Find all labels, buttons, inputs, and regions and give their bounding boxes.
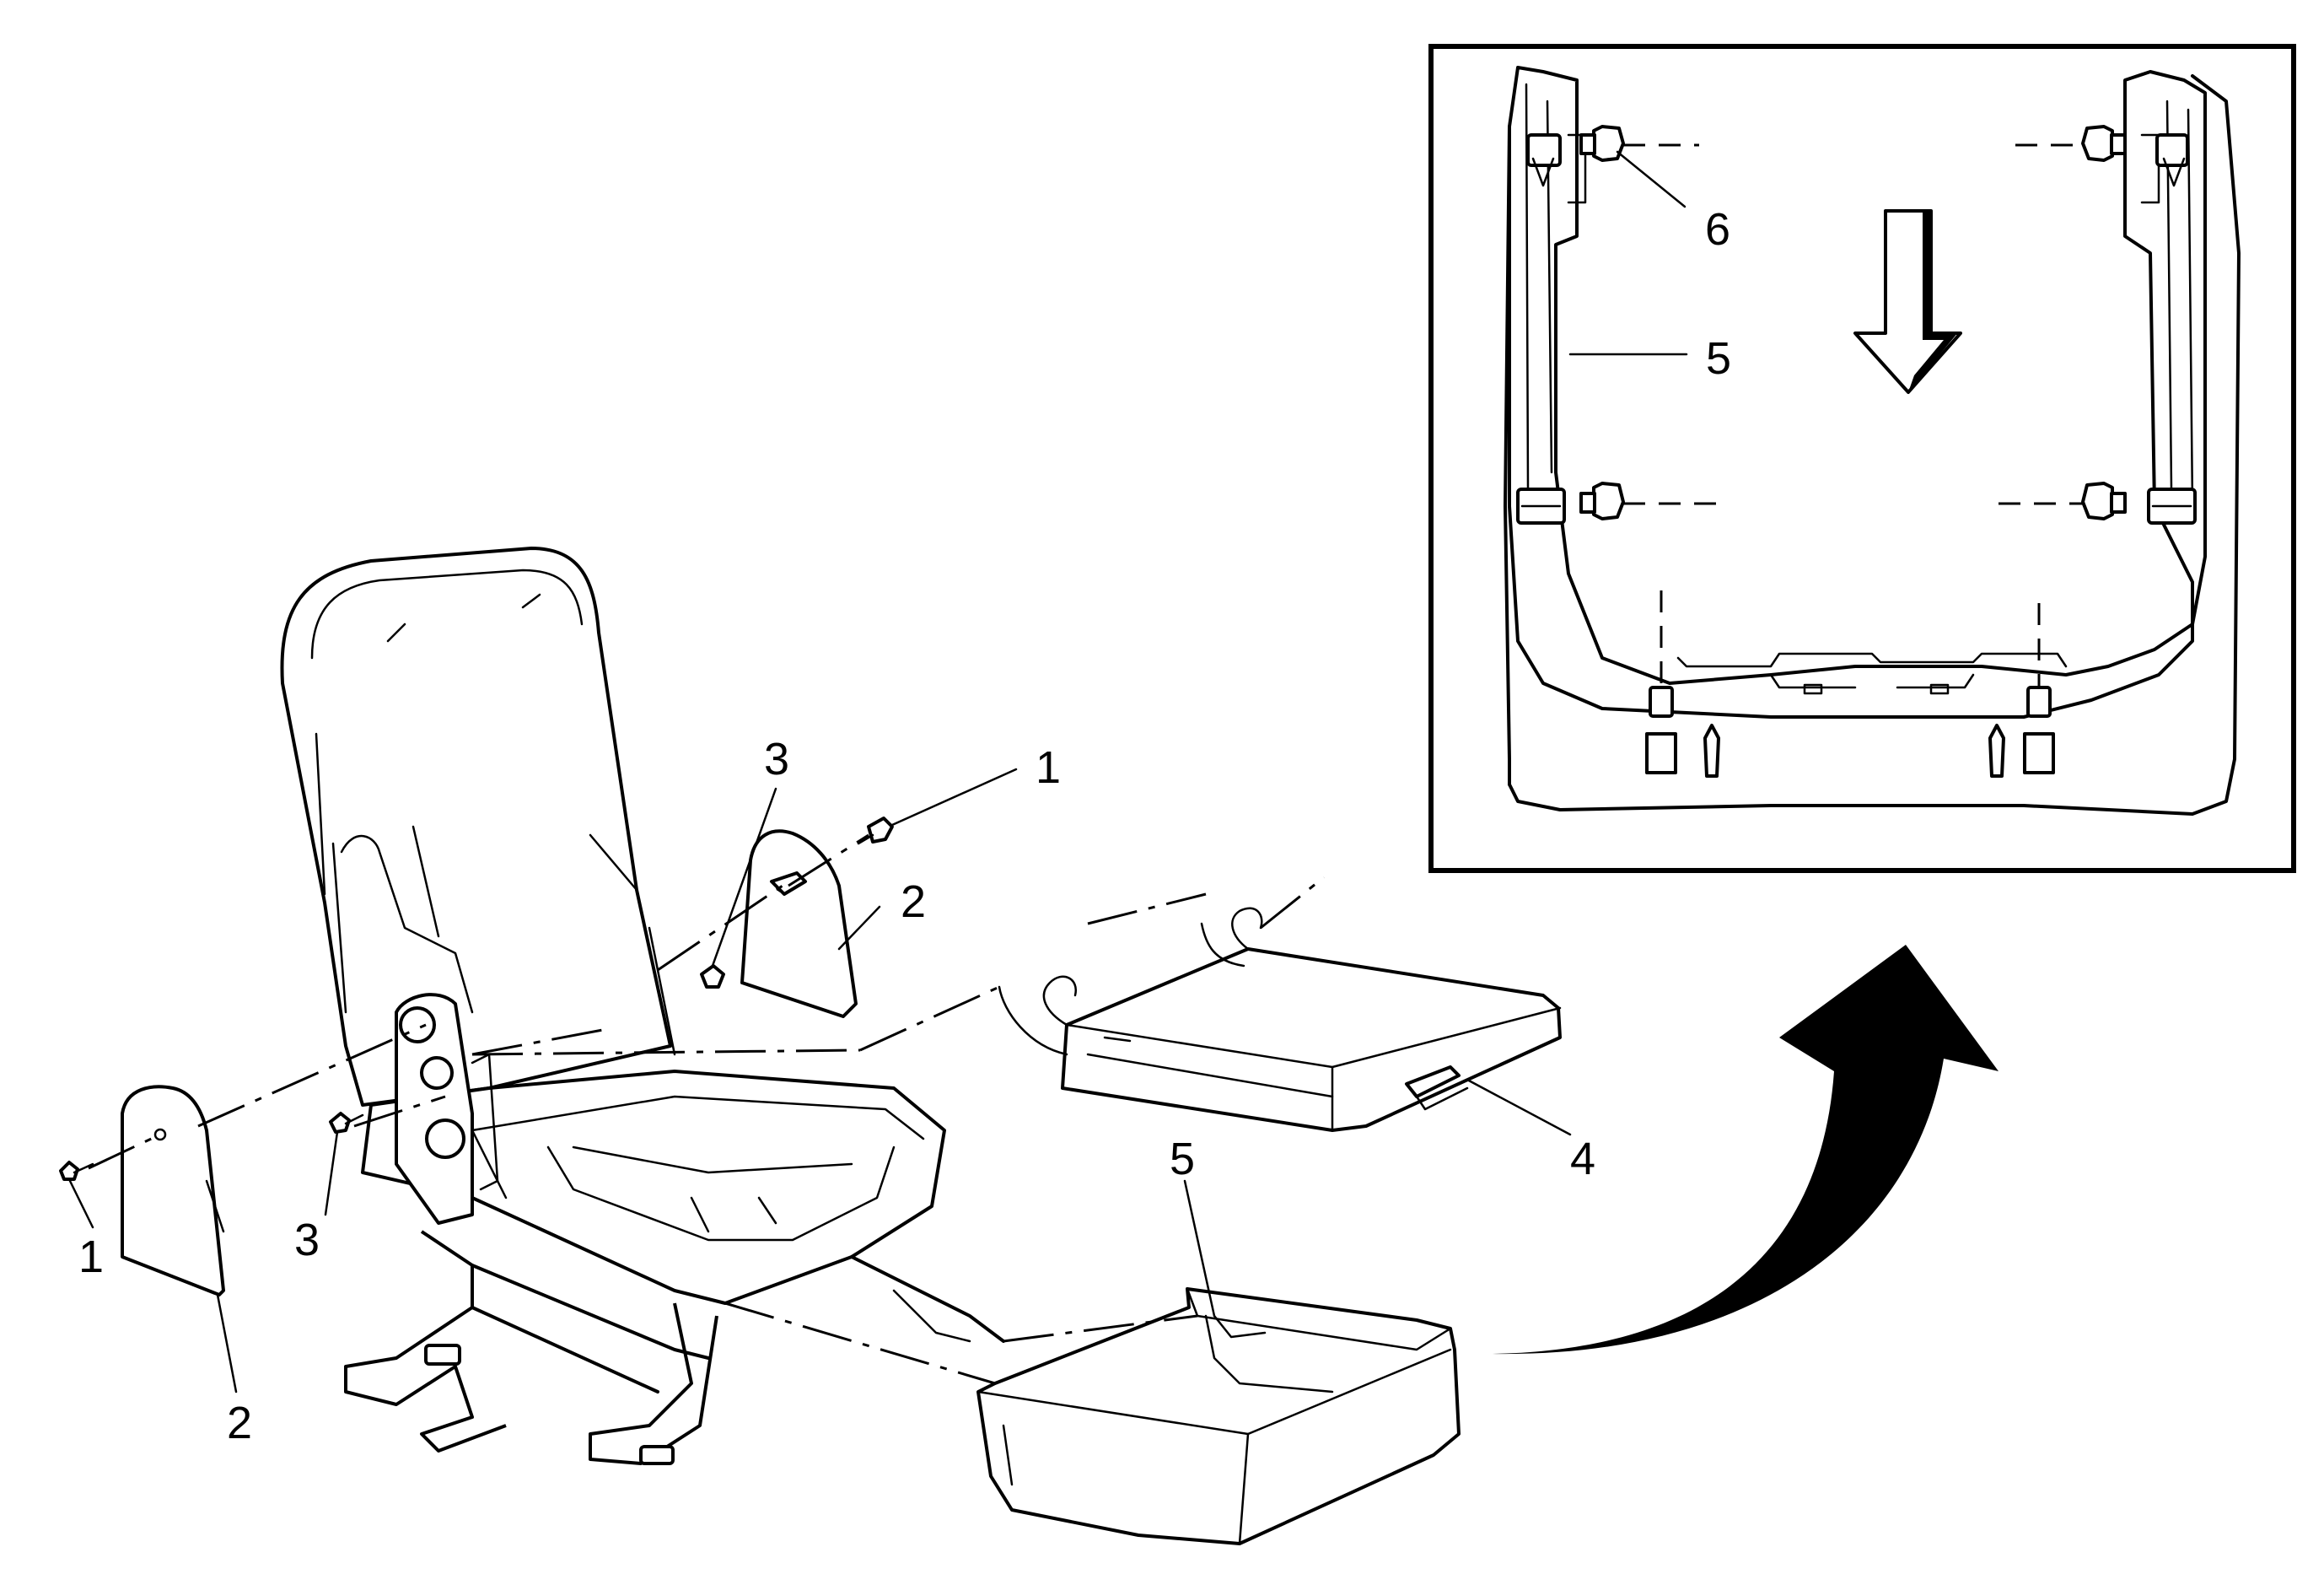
alignment-lines bbox=[88, 833, 1325, 1385]
callout-5-main: 5 bbox=[1170, 1134, 1195, 1184]
inset-clips bbox=[1579, 125, 2127, 778]
callout-3-right: 3 bbox=[764, 734, 789, 784]
side-cover-right bbox=[740, 829, 858, 1018]
callout-1-left: 1 bbox=[78, 1232, 104, 1282]
seat-back bbox=[280, 547, 676, 1107]
inset-alignment-lines bbox=[1623, 143, 2083, 687]
inset-trim-panel bbox=[1504, 66, 2241, 816]
callout-2-left: 2 bbox=[227, 1398, 252, 1448]
inset-detail bbox=[1428, 44, 2296, 873]
inset-frame bbox=[1428, 44, 2296, 873]
leader-lines bbox=[67, 768, 1572, 1393]
curved-arrow-icon bbox=[1493, 945, 1999, 1355]
lower-trim-panel bbox=[976, 1287, 1461, 1545]
callout-5-inset: 5 bbox=[1706, 333, 1731, 384]
callout-1-right: 1 bbox=[1036, 742, 1061, 793]
callout-labels: 1 2 3 3 1 2 4 5 6 5 bbox=[78, 204, 1731, 1448]
callout-6-inset: 6 bbox=[1705, 204, 1730, 255]
side-cover-left bbox=[121, 1085, 225, 1296]
callout-4: 4 bbox=[1570, 1134, 1595, 1184]
seat-cushion bbox=[998, 907, 1562, 1132]
seat-frame bbox=[344, 993, 1005, 1465]
fasteners bbox=[59, 817, 894, 1181]
callout-3-left: 3 bbox=[294, 1215, 320, 1265]
callout-2-right: 2 bbox=[901, 876, 926, 927]
down-arrow-icon bbox=[1853, 209, 1962, 394]
